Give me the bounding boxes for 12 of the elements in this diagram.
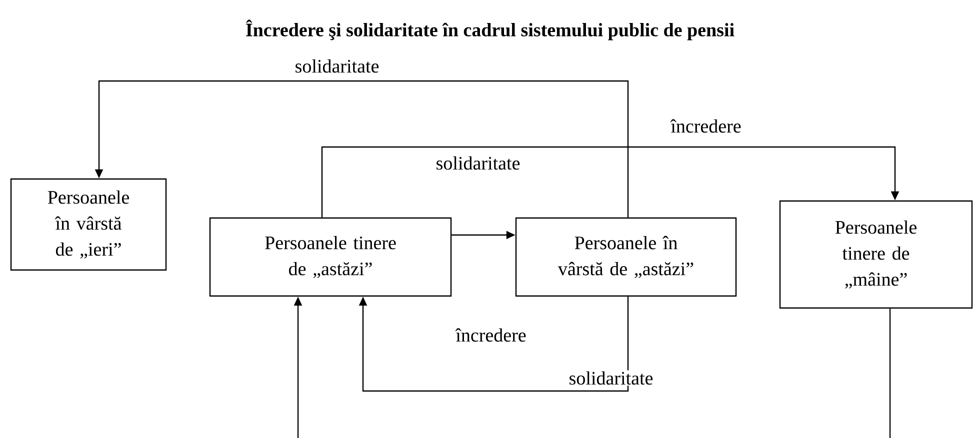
person-box: Persoanele tinere de „astăzi” [209, 217, 452, 297]
edge-label: solidaritate [568, 370, 654, 386]
arrow [358, 296, 629, 392]
person-box: Persoanele tinere de „mâine” [779, 200, 973, 309]
label: încredere [455, 328, 526, 342]
person-box: Persoanele în vârstă de „ieri” [10, 178, 167, 271]
edge-label: solidaritate [294, 58, 380, 74]
title: Încredere şi solidaritate în cadrul sistemului public de pensii [246, 20, 734, 40]
edge-label: încredere [670, 118, 742, 134]
arrow [321, 146, 900, 218]
person-box: Persoanele în vârstă de „astăzi” [515, 217, 737, 297]
label: solidaritate [436, 156, 520, 170]
